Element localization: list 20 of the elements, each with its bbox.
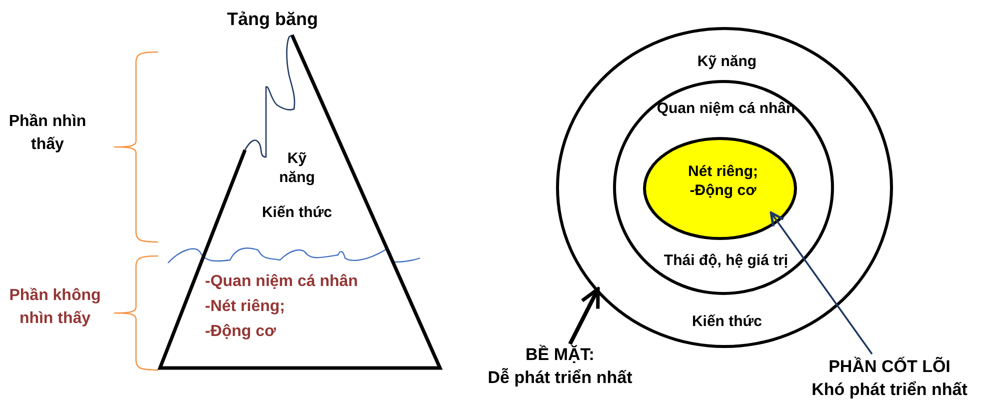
caption-text: Dễ phát triển nhất (486, 367, 634, 388)
ring-text: Kiến thức (690, 312, 764, 331)
iceberg-text: Kiến thức (260, 203, 334, 222)
arrow (770, 212, 873, 355)
iceberg-text: -Nét riêng; (205, 297, 286, 317)
iceberg-text: Kỹ năng (278, 149, 316, 187)
side-label: Phần nhìn thấy (8, 112, 88, 155)
iceberg-title: Tảng băng (226, 8, 319, 30)
ring-text: Kỹ năng (696, 52, 758, 71)
core-text: Nét riêng; -Động cơ (686, 162, 759, 200)
iceberg-text: -Quan niệm cá nhân (205, 272, 359, 292)
ring-text: Thái độ, hệ giá trị (662, 251, 790, 270)
caption-text: BỀ MẶT: (524, 344, 596, 365)
iceberg-text: -Động cơ (205, 322, 277, 342)
caption-text: PHẦN CỐT LÕI (828, 356, 952, 377)
middle-circle (613, 80, 834, 295)
ring-text: Quan niệm cá nhân (656, 99, 796, 118)
arrow (568, 287, 600, 345)
side-label: Phần không nhìn thấy (8, 286, 102, 329)
caption-text: Khó phát triển nhất (810, 379, 968, 400)
